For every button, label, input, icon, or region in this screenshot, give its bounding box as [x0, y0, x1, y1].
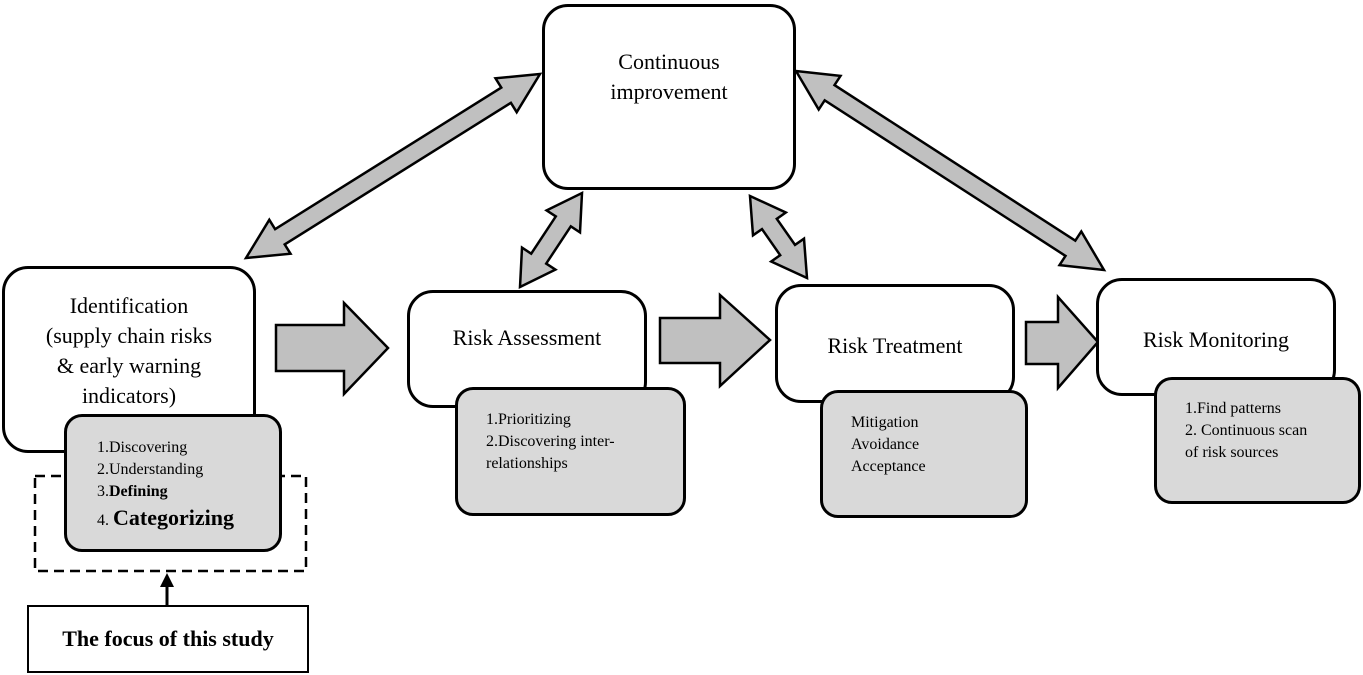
double-arrow-identification-improvement — [243, 72, 543, 260]
identification-line-4: indicators) — [81, 383, 177, 408]
focus-pointer-arrowhead — [160, 573, 174, 587]
double-arrow-assessment-improvement — [518, 190, 584, 290]
risk-treatment-items-box: Mitigation Avoidance Acceptance — [820, 390, 1028, 518]
flow-arrow-identification-to-assessment — [274, 299, 390, 398]
risk-monitoring-box: Risk Monitoring — [1096, 278, 1336, 396]
flow-arrow-assessment-to-treatment — [658, 292, 772, 389]
identification-line-2: (supply chain risks — [45, 323, 213, 348]
risk-monitoring-title: Risk Monitoring — [1142, 327, 1290, 352]
step-categorizing: 4. Categorizing — [97, 505, 234, 530]
focus-of-study-label: The focus of this study — [27, 605, 309, 673]
continuous-line-1: Continuous — [618, 49, 720, 74]
step-understanding: 2.Understanding — [97, 461, 204, 478]
assessment-item-1: 1.Prioritizing — [486, 411, 571, 428]
identification-line-3: & early warning — [56, 353, 202, 378]
double-arrow-treatment-improvement — [748, 193, 809, 281]
step-discovering: 1.Discovering — [97, 439, 188, 456]
treatment-item-mitigation: Mitigation — [851, 414, 919, 431]
monitoring-item-1: 1.Find patterns — [1185, 400, 1281, 417]
risk-assessment-title: Risk Assessment — [452, 325, 602, 350]
treatment-item-acceptance: Acceptance — [851, 458, 926, 475]
assessment-item-2: 2.Discovering inter- — [486, 433, 615, 450]
continuous-improvement-box: Continuous improvement — [542, 4, 796, 190]
step-defining: 3.Defining — [97, 483, 168, 500]
flow-arrow-treatment-to-monitoring — [1024, 293, 1100, 392]
monitoring-item-2: 2. Continuous scan — [1185, 422, 1308, 439]
identification-steps-box: 1.Discovering 2.Understanding 3.Defining… — [64, 414, 282, 552]
monitoring-item-3: of risk sources — [1185, 444, 1279, 461]
identification-line-1: Identification — [69, 293, 189, 318]
risk-treatment-box: Risk Treatment — [775, 284, 1015, 403]
double-arrow-monitoring-improvement — [793, 69, 1107, 272]
risk-assessment-items-box: 1.Prioritizing 2.Discovering inter- rela… — [455, 387, 686, 516]
risk-treatment-title: Risk Treatment — [827, 333, 963, 358]
continuous-line-2: improvement — [610, 79, 728, 104]
risk-monitoring-items-box: 1.Find patterns 2. Continuous scan of ri… — [1154, 377, 1361, 504]
assessment-item-3: relationships — [486, 455, 568, 472]
treatment-item-avoidance: Avoidance — [851, 436, 920, 453]
